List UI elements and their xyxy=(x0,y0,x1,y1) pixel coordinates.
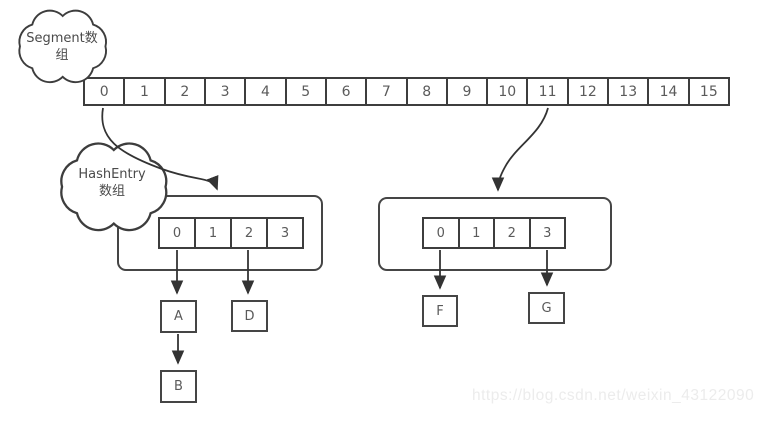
segment-cell-6: 6 xyxy=(327,79,368,104)
right-bucket-cell-1: 1 xyxy=(460,219,495,247)
segment-cell-8: 8 xyxy=(408,79,448,104)
segment-cell-9: 9 xyxy=(448,79,489,104)
node-a: A xyxy=(160,300,197,333)
segment-cell-12: 12 xyxy=(569,79,610,104)
right-bucket-cell-2: 2 xyxy=(495,219,531,247)
segment-cell-10: 10 xyxy=(488,79,529,104)
segment-cell-7: 7 xyxy=(367,79,408,104)
segment-cell-15: 15 xyxy=(699,83,718,100)
node-g: G xyxy=(528,292,565,324)
segment-cell-5: 5 xyxy=(287,79,327,104)
segment-cell-11: 11 xyxy=(528,79,569,104)
hashentry-cloud-label-line2: 数组 xyxy=(98,183,125,199)
hashentry-array-left: 0 1 2 3 xyxy=(158,217,304,249)
segment-cloud-label: Segment数 组 xyxy=(22,31,102,65)
segment-cloud-label-line1: Segment数 xyxy=(26,31,98,46)
left-bucket-cell-3: 3 xyxy=(280,225,290,241)
hashentry-array-right: 0 1 2 3 xyxy=(422,217,566,249)
left-bucket-cell-2: 2 xyxy=(232,219,268,247)
segment-cell-0: 0 xyxy=(85,79,126,104)
segment-array: 0 1 2 3 4 5 6 7 8 9 10 11 12 13 14 15 xyxy=(83,77,730,106)
left-bucket-cell-0: 0 xyxy=(160,219,196,247)
node-b: B xyxy=(160,370,197,403)
segment-cell-1: 1 xyxy=(125,79,166,104)
watermark-url: https://blog.csdn.net/weixin_43122090 xyxy=(472,387,755,404)
segment-cell-4: 4 xyxy=(246,79,287,104)
segment-cloud-label-line2: 组 xyxy=(55,47,69,63)
hashentry-cloud-label-line1: HashEntry xyxy=(78,167,146,182)
node-f: F xyxy=(422,295,458,327)
hashentry-container-right xyxy=(378,197,612,271)
node-d: D xyxy=(231,300,268,332)
right-bucket-cell-3: 3 xyxy=(543,225,552,241)
segment-cell-2: 2 xyxy=(166,79,206,104)
segment-cell-13: 13 xyxy=(609,79,650,104)
left-bucket-cell-1: 1 xyxy=(196,219,232,247)
hashentry-cloud-label: HashEntry 数组 xyxy=(66,167,158,201)
right-bucket-cell-0: 0 xyxy=(424,219,460,247)
segment-cell-3: 3 xyxy=(206,79,247,104)
arrow-segment11-to-right-bucket xyxy=(491,107,549,192)
segment-cell-14: 14 xyxy=(649,79,690,104)
hashentry-container-left xyxy=(117,195,323,271)
